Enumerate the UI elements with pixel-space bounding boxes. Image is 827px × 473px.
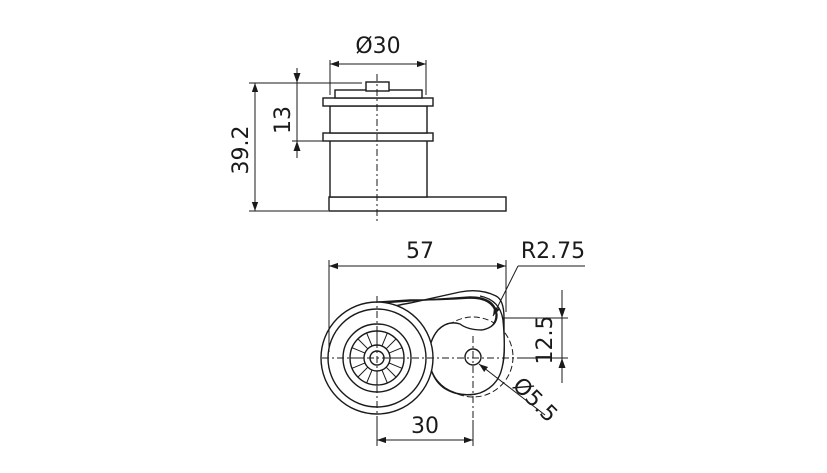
roller-spoke [388,362,403,369]
dim-radius-label: R2.75 [521,239,585,264]
hidden-circle [432,316,514,398]
roller-spoke [357,338,369,350]
top-view: 57 R2.75 12.5 Ø5.5 30 [320,239,585,446]
roller-spoke [385,366,397,378]
dim-line-radius [492,265,519,317]
roller-spoke [351,347,366,354]
cylinder-body [329,139,428,198]
dim-hole-label: Ø5.5 [507,373,562,428]
upper-flange [322,97,434,107]
roller-spoke [357,366,369,378]
roller-spoke [366,332,373,347]
side-view: Ø30 13 39.2 [229,34,507,224]
dim-diameter-label: Ø30 [355,34,400,59]
dim-offset-label: 12.5 [533,316,558,365]
dim-line-hole [478,363,546,416]
roller-spoke [351,362,366,369]
roller-spoke [381,369,388,384]
roller-spoke [385,338,397,350]
roller-spoke [388,347,403,354]
dim-height-top-label: 13 [271,106,296,134]
roller-spoke [381,332,388,347]
dim-height-total-label: 39.2 [229,126,254,175]
mid-ring [329,105,428,134]
lower-flange [322,132,434,142]
dim-width-label: 57 [406,239,434,264]
roller-spoke [366,369,373,384]
dim-center-distance-label: 30 [411,414,439,439]
base-plate [328,196,507,212]
